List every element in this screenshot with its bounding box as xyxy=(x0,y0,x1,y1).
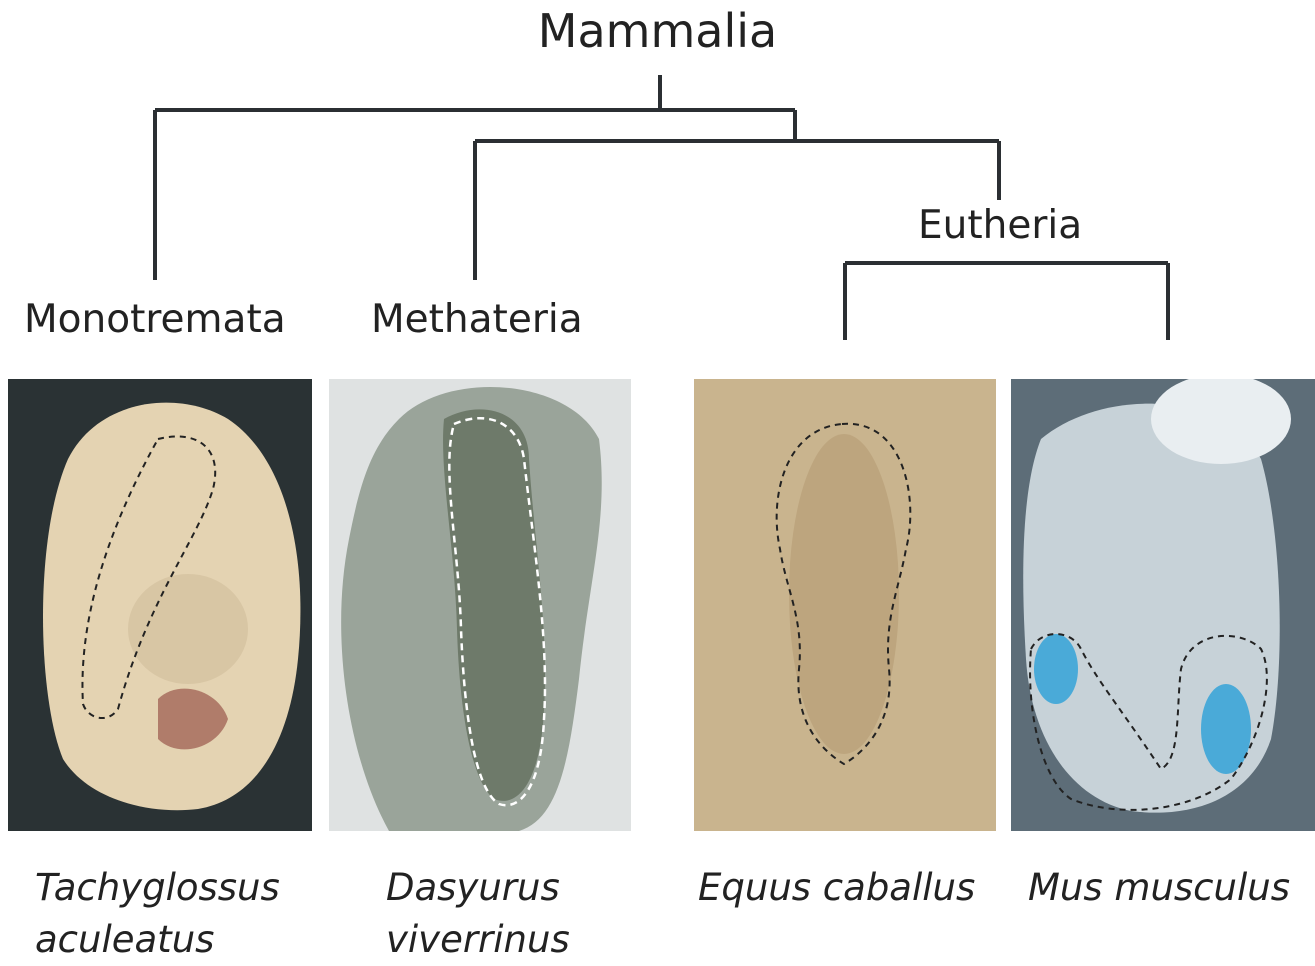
species-label-dasyurus: Dasyurus viverrinus xyxy=(386,862,570,966)
embryo-photo-equus xyxy=(694,379,996,831)
clade-label-metatheria: Methateria xyxy=(371,297,583,342)
clade-label-monotremata: Monotremata xyxy=(24,297,286,342)
species-name-line: Equus caballus xyxy=(698,862,975,914)
species-name-line: aculeatus xyxy=(35,914,280,966)
species-name-line: Tachyglossus xyxy=(35,862,280,914)
embryo-photo-dasyurus xyxy=(329,379,631,831)
embryo-photo-tachyglossus xyxy=(8,379,312,831)
species-name-line: viverrinus xyxy=(386,914,570,966)
tree-branch-theria xyxy=(475,110,999,280)
embryo-photo-mus xyxy=(1011,379,1315,831)
species-label-equus: Equus caballus xyxy=(698,862,975,914)
tree-branch-eutheria xyxy=(845,263,1168,340)
clade-label-eutheria: Eutheria xyxy=(918,203,1082,248)
species-name-line: Dasyurus xyxy=(386,862,570,914)
species-label-tachyglossus: Tachyglossus aculeatus xyxy=(35,862,280,966)
species-name-line: Mus musculus xyxy=(1028,862,1290,914)
species-label-mus: Mus musculus xyxy=(1028,862,1290,914)
